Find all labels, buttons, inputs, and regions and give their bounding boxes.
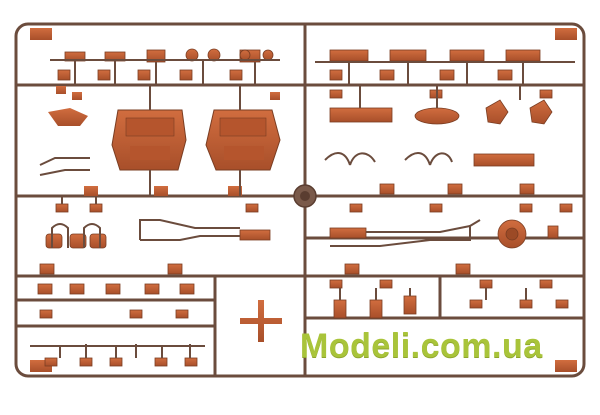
middle-right-parts	[329, 203, 573, 275]
sprue-frame	[14, 22, 586, 378]
upper-right-parts	[329, 89, 553, 195]
sprue-hub	[293, 184, 317, 208]
upper-left-small-parts	[48, 86, 280, 196]
hull-part-right	[205, 109, 281, 171]
bottom-right-parts	[329, 279, 569, 319]
middle-left-parts	[39, 203, 271, 275]
top-left-parts	[57, 48, 274, 81]
top-right-parts	[329, 49, 541, 81]
cross-part	[240, 300, 282, 342]
watermark-text: Modeli.com.ua	[300, 327, 543, 365]
hull-part-left	[111, 109, 187, 171]
top-left-gates	[50, 59, 280, 85]
